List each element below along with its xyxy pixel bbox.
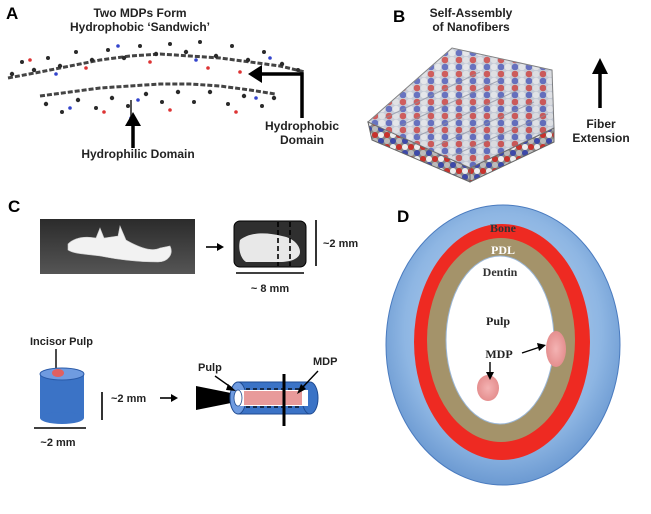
mdp-label-d: MDP	[485, 347, 512, 361]
hydrophobic-arrow	[248, 65, 304, 118]
panel-a-title-line2: Hydrophobic ‘Sandwich’	[70, 20, 210, 34]
mdp-blob-left	[477, 375, 499, 401]
mdp-arrow-down	[486, 362, 494, 380]
segment-height-label: ~2 mm	[323, 238, 358, 250]
fiber-extension-label-line1: Fiber	[586, 117, 616, 131]
mdp-label-c: MDP	[313, 356, 337, 368]
incisor-pulp-label: Incisor Pulp	[30, 336, 93, 348]
panel-d: D Bone PDL Dentin Pulp MDP	[385, 204, 621, 486]
cylinder-width-label: ~2 mm	[40, 437, 75, 449]
fiber-extension-label-line2: Extension	[572, 131, 629, 145]
panel-d-letter: D	[397, 207, 409, 226]
panel-b-title-line1: Self-Assembly	[430, 6, 513, 20]
jaw-segment-photo	[233, 220, 307, 268]
pulp-cylinder	[39, 367, 85, 424]
hydrophobic-domain-label-line1: Hydrophobic	[265, 119, 339, 133]
panel-a-letter: A	[6, 4, 18, 23]
panel-a: A Two MDPs Form Hydrophobic ‘Sandwich’	[6, 4, 339, 161]
hydrophilic-domain-label: Hydrophilic Domain	[81, 147, 194, 161]
bone-label: Bone	[490, 221, 517, 235]
segment-length-label: ~ 8 mm	[251, 283, 289, 295]
pulp-space	[445, 255, 555, 425]
hydrophilic-arrow	[125, 112, 141, 148]
panel-b-letter: B	[393, 7, 405, 26]
panel-c: C ~2 mm ~ 8 mm Incisor Pulp	[8, 197, 358, 449]
jaw-to-segment-arrow	[206, 243, 224, 251]
cylinder-height-label: ~2 mm	[111, 393, 146, 405]
pulp-pointer-arrow	[214, 375, 236, 391]
hydrophobic-domain-label-line2: Domain	[280, 133, 324, 147]
panel-a-title-line1: Two MDPs Form	[93, 6, 186, 20]
nanofiber-illustration	[367, 47, 555, 183]
mdp-arrow-right	[521, 343, 546, 354]
panel-c-letter: C	[8, 197, 20, 216]
mdp-blob-right	[546, 331, 566, 367]
pulp-label-d: Pulp	[486, 314, 510, 328]
panel-b: B Self-Assembly of Nanofibers Fiber	[367, 6, 630, 183]
mandible-photo	[40, 219, 195, 274]
fiber-extension-arrow	[592, 58, 608, 108]
cylinder-to-injection-arrow	[160, 394, 178, 402]
pdl-label: PDL	[491, 243, 515, 257]
panel-b-title-line2: of Nanofibers	[432, 20, 510, 34]
pulp-label: Pulp	[198, 362, 222, 374]
injection-schematic	[196, 374, 319, 426]
needle-icon	[196, 386, 236, 410]
mdp-pointer-arrow-c	[297, 370, 319, 394]
dentin-label: Dentin	[483, 265, 518, 279]
